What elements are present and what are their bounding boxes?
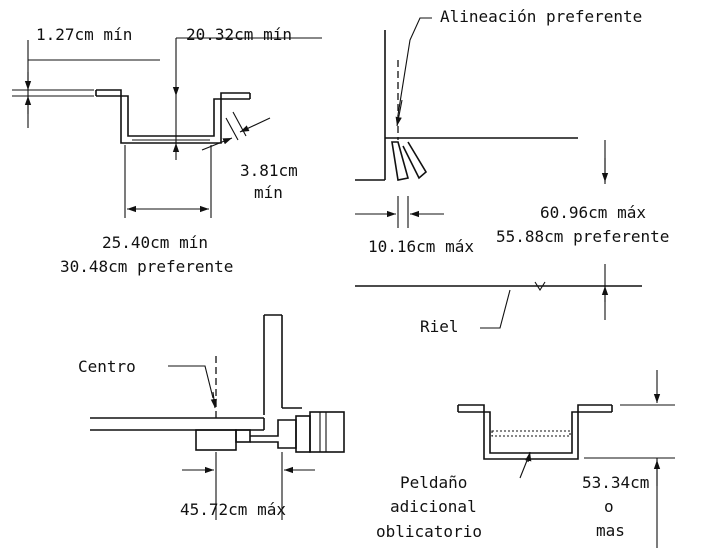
extra-step-line-2: adicional xyxy=(390,497,477,516)
height-max-label: 60.96cm máx xyxy=(540,203,646,222)
spacing-value-label: 53.34cm xyxy=(582,473,649,492)
center-label: Centro xyxy=(78,357,136,376)
width-preferred-label: 30.48cm preferente xyxy=(60,257,233,276)
plan-view-bottom-left xyxy=(90,314,345,520)
spacing-or-label: o xyxy=(604,497,614,516)
rail-label: Riel xyxy=(420,317,459,336)
step-side-view xyxy=(391,141,410,181)
offset-max-label: 45.72cm máx xyxy=(180,500,286,519)
spacing-more-label: mas xyxy=(596,521,625,540)
step-profile-outer xyxy=(96,89,250,144)
gap-min-label: 1.27cm mín xyxy=(36,25,132,44)
additional-step-bottom-right xyxy=(457,370,675,548)
extra-step-line-1: Peldaño xyxy=(400,473,467,492)
thickness-min-value: 3.81cm xyxy=(240,161,298,180)
step-section-top-left xyxy=(12,37,322,218)
thickness-min-word: mín xyxy=(254,183,283,202)
width-min-label: 25.40cm mín xyxy=(102,233,208,252)
setback-max-label: 10.16cm máx xyxy=(368,237,474,256)
depth-min-label: 20.32cm mín xyxy=(186,25,292,44)
extra-step-line-3: oblicatorio xyxy=(376,522,482,541)
step-profile-inner xyxy=(96,95,250,137)
alignment-label: Alineación preferente xyxy=(440,7,642,26)
side-elevation-top-right xyxy=(355,17,642,329)
height-preferred-label: 55.88cm preferente xyxy=(496,227,669,246)
extra-step-outer xyxy=(458,404,612,460)
extra-step-inner xyxy=(458,411,612,454)
